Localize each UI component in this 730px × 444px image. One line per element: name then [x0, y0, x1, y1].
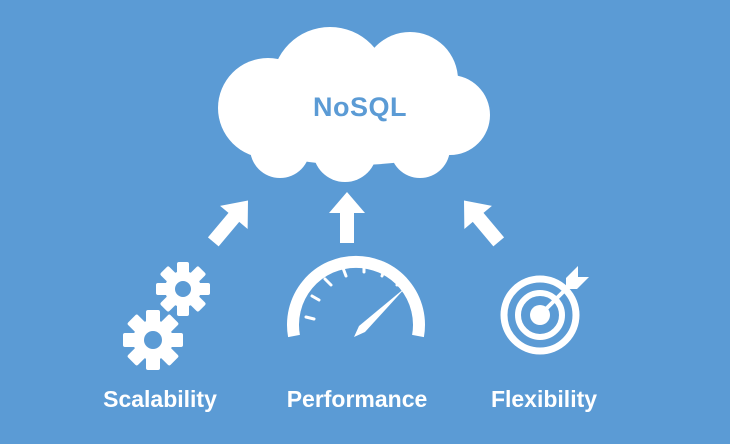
arrow-left-icon — [207, 200, 248, 247]
feature-label-flexibility: Flexibility — [490, 386, 598, 412]
cloud-title: NoSQL — [313, 92, 407, 122]
target-icon — [500, 266, 589, 355]
feature-label-scalability: Scalability — [103, 386, 217, 412]
speedometer-icon — [287, 255, 425, 338]
cloud-shape — [218, 27, 490, 182]
feature-label-performance: Performance — [286, 386, 428, 412]
arrow-up-icon — [329, 192, 365, 243]
arrow-right-icon — [464, 200, 505, 247]
gears-icon — [123, 262, 210, 370]
